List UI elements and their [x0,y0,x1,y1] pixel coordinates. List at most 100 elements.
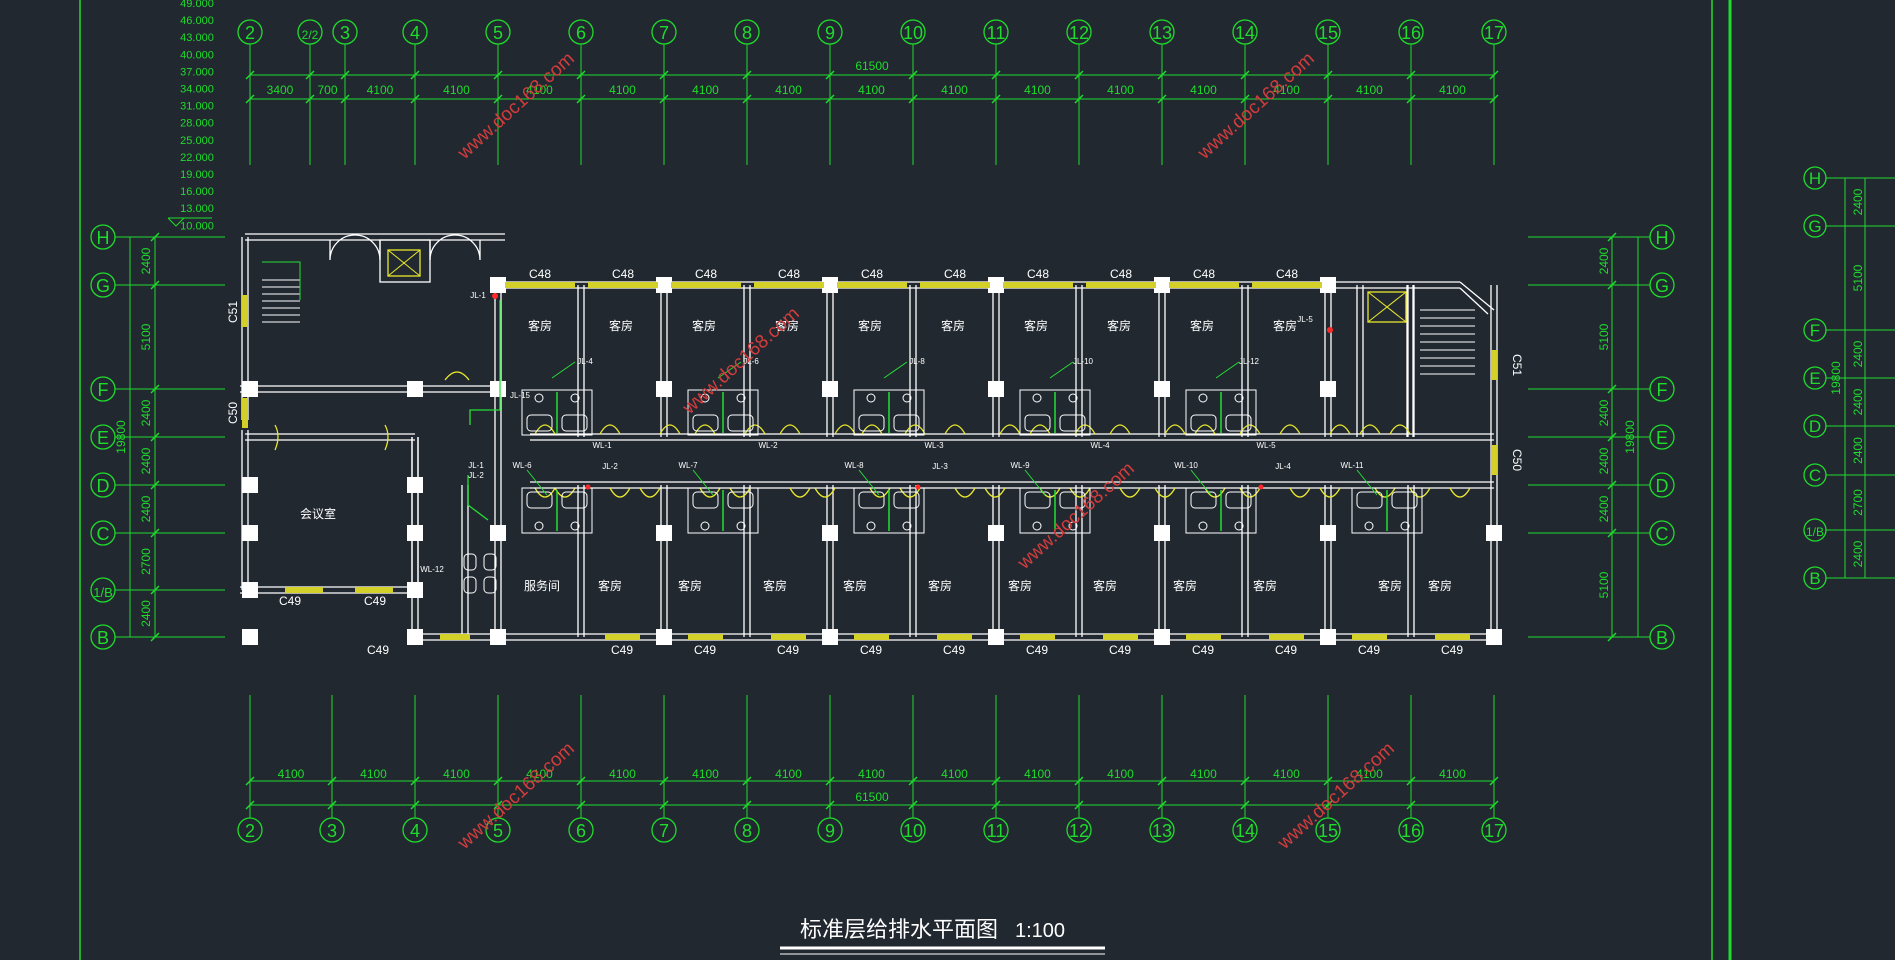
axis-label-4: 4 [410,821,420,841]
window-tag-c49: C49 [1441,643,1463,657]
axis-label-7: 7 [659,23,669,43]
window [1269,634,1304,640]
dim-segment-far-right: 2400 [1851,540,1865,567]
structural-column [242,629,258,645]
pipe-tag: WL-10 [1174,461,1198,470]
leader [858,469,880,496]
door-swing [1204,487,1226,498]
axis-bubble [90,272,116,298]
bathtub [858,491,885,509]
structural-column [1154,629,1170,645]
pipe-tag: WL-7 [678,461,698,470]
room-label-guest: 客房 [763,578,787,593]
structural-column [490,629,506,645]
dim-segment-top: 4100 [858,83,885,97]
axis-bubble [817,817,843,843]
window-tag-c48: C48 [861,267,883,281]
arch [429,234,481,261]
bathtub [526,414,553,432]
axis-label-D: D [1656,476,1669,496]
bathtub [1225,491,1252,509]
window-tag-c48: C48 [529,267,551,281]
elevation-value: 25.000 [180,135,214,147]
axis-bubble [734,817,760,843]
axis-bubble [1149,19,1175,45]
elevation-value: 19.000 [180,169,214,181]
pipe-tag: WL-9 [1010,461,1030,470]
bathroom-pod [1185,487,1257,534]
dim-segment-left: 5100 [139,323,153,350]
room-label-guest: 客房 [1273,318,1297,333]
door-swing [954,487,976,498]
structural-column [242,582,258,598]
axis-label-C: C [1809,466,1821,485]
axis-label-7: 7 [659,821,669,841]
axis-bubble [1066,817,1092,843]
door-swing [1279,424,1301,435]
window-tag-c49: C49 [1026,643,1048,657]
structural-column [242,477,258,493]
drawing-title-block: 标准层给排水平面图 1:100 [780,917,1105,955]
dim-segment-top: 4100 [1356,83,1383,97]
dim-segment-far-right: 5100 [1851,264,1865,291]
elevation-value: 16.000 [180,186,214,198]
window-tag-c49: C49 [1192,643,1214,657]
supply-pipe [469,300,501,425]
basin [1068,521,1078,531]
basin [1198,521,1208,531]
structural-column [490,525,506,541]
structural-column [822,525,838,541]
bathtub [692,491,719,509]
bathtub [727,491,754,509]
riser [585,484,591,490]
window [242,295,248,327]
axis-bubble [1649,224,1675,250]
axis-bubble [1803,414,1827,438]
door-swing [639,487,661,498]
toilet [463,576,477,594]
supply-pipe [467,475,489,521]
axis-bubble [485,817,511,843]
door-swing [1289,487,1311,498]
structural-column [656,277,672,293]
room-label-guest: 客房 [692,318,716,333]
door-swing [1329,424,1351,435]
dim-segment-bottom: 4100 [1356,767,1383,781]
axis-label-14: 14 [1235,821,1255,841]
structural-column [1320,629,1336,645]
riser [1327,327,1333,333]
axis-bubble [1803,214,1827,238]
dim-segment-bottom: 4100 [609,767,636,781]
axis-bubble [1649,472,1675,498]
door-swing [904,424,926,435]
axis-label-12: 12 [1069,23,1089,43]
structural-column [1320,525,1336,541]
window-tag-c49: C49 [611,643,633,657]
door-swing [899,487,921,498]
bathtub [893,491,920,509]
elevation-list: 49.00046.00043.00040.00037.00034.00031.0… [167,0,214,232]
dim-segment-bottom: 4100 [1273,767,1300,781]
axis-label-1/B: 1/B [1806,525,1824,539]
structural-column [242,525,258,541]
dim-segment-left: 2400 [139,399,153,426]
door-swing [534,487,556,498]
pipe-tag: JL-6 [743,357,759,366]
bathtub [1225,414,1252,432]
door-swing [944,424,966,435]
dim-segment-far-right: 2700 [1851,489,1865,516]
room-label-guest: 客房 [678,578,702,593]
elevation-value: 43.000 [180,32,214,44]
axis-label-5: 5 [493,821,503,841]
dim-segment-right: 2400 [1597,447,1611,474]
axis-bubble [1481,19,1507,45]
axis-bubble [900,19,926,45]
elevation-value: 49.000 [180,0,214,10]
structural-column [407,477,423,493]
sanitary-fixtures [274,293,1471,594]
axis-bubble [1315,19,1341,45]
axis-bubble [651,19,677,45]
basin [1400,521,1410,531]
dim-segment-top: 4100 [1273,83,1300,97]
door-swing [1409,487,1431,498]
